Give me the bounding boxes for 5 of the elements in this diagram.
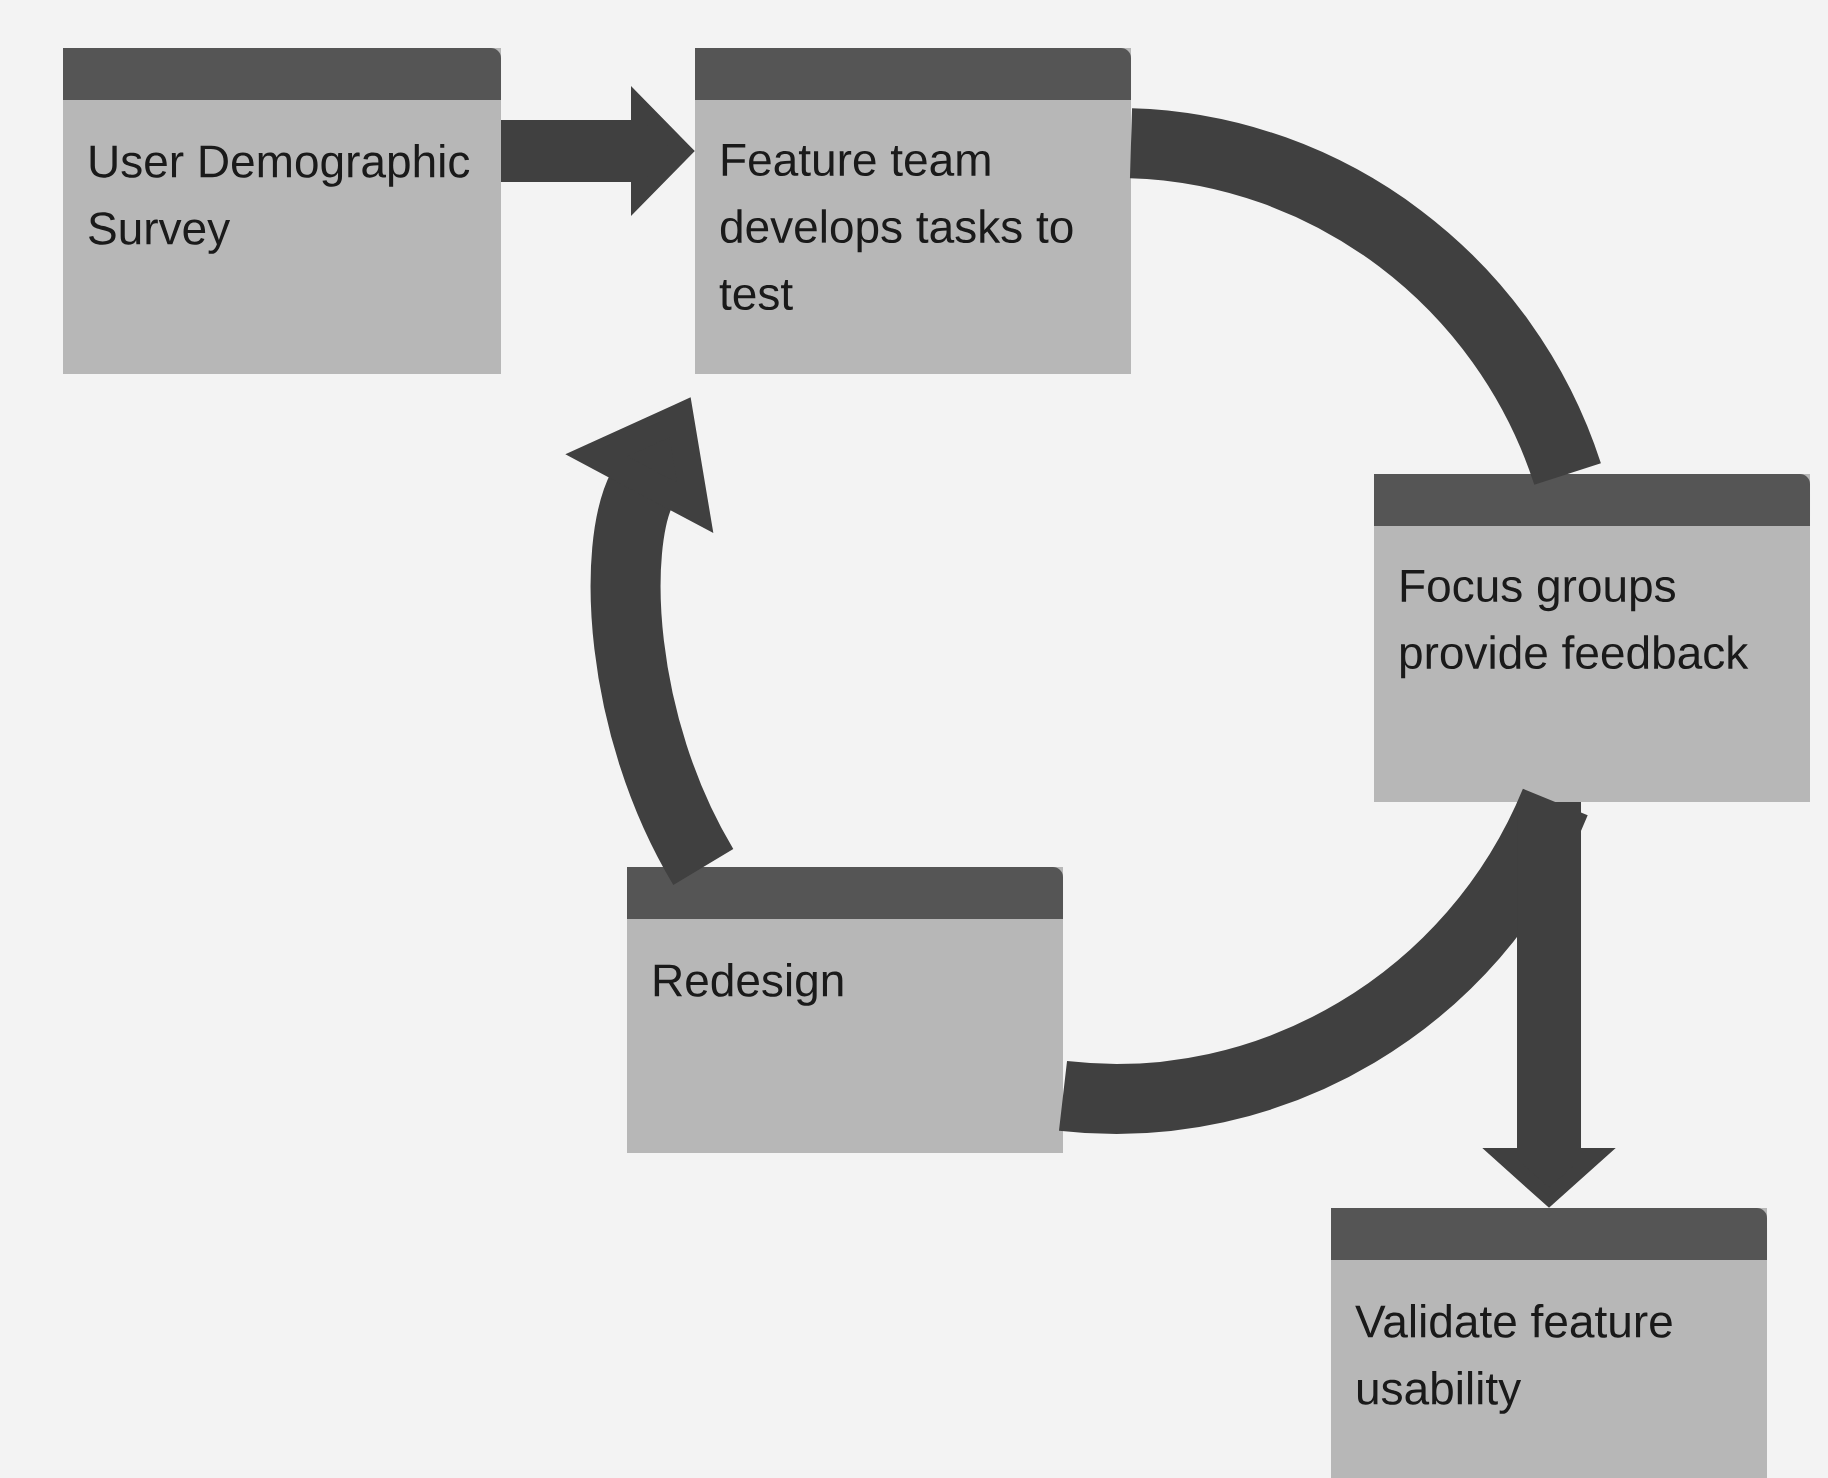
process-box: Validate feature usability (1331, 1208, 1767, 1478)
process-box: Focus groups provide feedback (1374, 474, 1810, 802)
process-box: Feature team develops tasks to test (695, 48, 1131, 374)
process-box: Redesign (627, 867, 1063, 1153)
process-box: User Demographic Survey (63, 48, 501, 374)
